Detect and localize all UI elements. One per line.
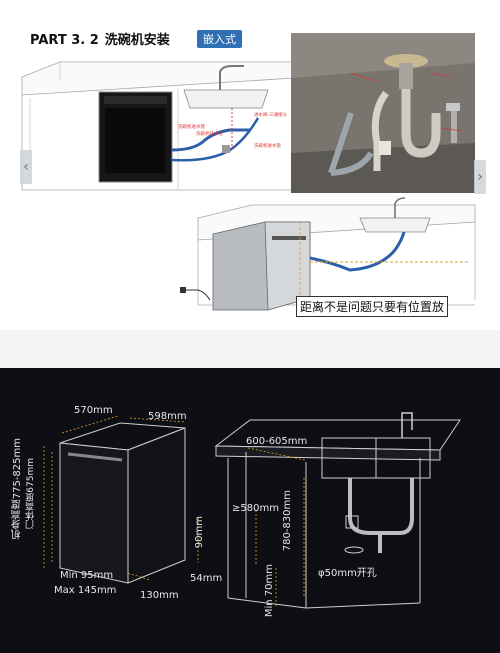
dim-side-gap: 54mm: [190, 573, 223, 584]
kitchen-installation-diagram: [21, 61, 476, 311]
dim-min-height: Min 70mm: [264, 564, 275, 618]
sink-basin-lower: [359, 217, 431, 233]
dim-width: 598mm: [148, 411, 187, 422]
faucet: [219, 65, 244, 90]
dim-cabinet-depth: ≥580mm: [232, 503, 279, 514]
dim-top-gap: 90mm: [194, 516, 205, 549]
dimension-drawing: [43, 412, 461, 609]
carousel-prev-button[interactable]: ‹: [20, 150, 32, 184]
dim-hole: φ50mm开孔: [318, 568, 377, 579]
embedded-badge: 嵌入式: [197, 30, 242, 48]
dim-depth: 570mm: [74, 405, 113, 416]
sink-basin: [183, 89, 269, 109]
dim-machine-height: 机身高度775-825mm: [12, 438, 23, 540]
carousel-next-button[interactable]: ›: [474, 160, 486, 194]
dimension-diagram-section: 570mm 598mm 机身高度775-825mm 门体高度675mm Min …: [0, 368, 500, 653]
dim-cabinet-height: 780-830mm: [282, 490, 293, 552]
under-sink-photo: [291, 33, 475, 193]
diagram-label-3: 进水阀-三通接头: [254, 113, 288, 118]
plumbing-photo-illustration: [291, 33, 475, 193]
page-title: PART 3. 2 洗碗机安装: [30, 29, 170, 48]
placement-note: 距离不是问题只要有位置放: [296, 296, 449, 317]
dim-foot-depth: 130mm: [140, 590, 179, 601]
wall-socket: [345, 515, 359, 529]
dishwasher-front-outline: [59, 442, 129, 584]
drain-pipe: [348, 478, 414, 535]
lower-hose: [309, 231, 406, 272]
power-plug: [185, 289, 211, 301]
dishwasher-side: [127, 427, 186, 584]
dim-max-toe: Max 145mm: [54, 585, 117, 596]
installation-top-section: PART 3. 2 洗碗机安装 嵌入式: [20, 29, 486, 317]
title-part: PART 3. 2: [30, 33, 99, 48]
dim-door-height: 门体高度675mm: [26, 458, 36, 529]
title-text: 洗碗机安装: [104, 33, 170, 48]
dim-cabinet-width: 600-605mm: [246, 436, 308, 447]
diagram-label-4: 洗碗机进水管: [254, 144, 281, 149]
diagram-label-1: 洗碗机进水管: [178, 125, 205, 130]
dim-min-toe: Min 95mm: [60, 570, 114, 581]
floor-hole: [344, 546, 364, 554]
faucet-outline: [401, 412, 413, 438]
drain-hose: [171, 128, 250, 152]
section-divider: [0, 330, 500, 368]
diagram-label-2: 洗碗机排水管: [196, 132, 223, 137]
